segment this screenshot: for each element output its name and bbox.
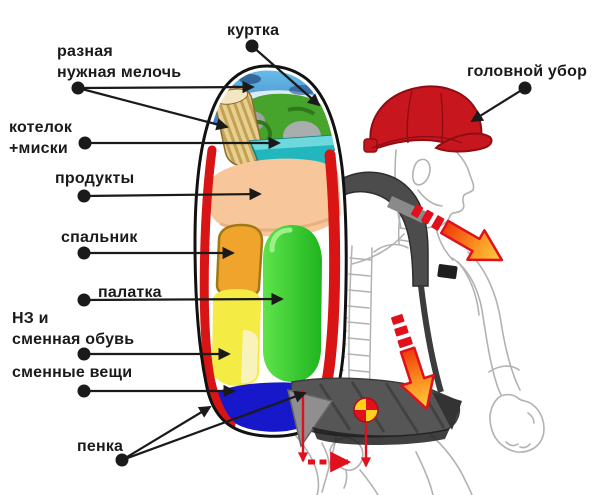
foam-strip-left: [199, 145, 236, 430]
sleeping-bag-region: [215, 223, 264, 300]
sleeve-cuff-line: [488, 365, 520, 373]
ear-line: [412, 158, 431, 186]
pointer-tent: [83, 292, 284, 306]
label-pot: котелок+миски: [9, 119, 73, 157]
label-jacket: куртка: [227, 22, 280, 39]
hip-front-line: [295, 435, 320, 495]
shoulder-blade-line: [373, 243, 409, 253]
strap-pad: [335, 171, 429, 287]
leg-inner-line: [415, 451, 434, 495]
pointer-misc-a: [77, 80, 255, 94]
pointer-foam-a: [121, 406, 212, 461]
leg-front-line: [359, 469, 379, 495]
fist-knuckles: [505, 412, 535, 449]
food-region: [207, 158, 346, 237]
red-cap: [363, 85, 493, 153]
strap-webbing: [418, 285, 444, 393]
fist-outline: [489, 393, 545, 453]
reserve-pale: [241, 330, 258, 384]
arm-front-line: [467, 251, 521, 391]
arm-back-line: [451, 257, 511, 409]
arm-inner-line: [457, 261, 480, 316]
hip-belt-right-wedge: [432, 392, 462, 430]
jaw-line: [417, 189, 443, 207]
cap-seams: [371, 89, 463, 149]
hip-belt-shadow: [312, 427, 450, 445]
label-food: продукты: [55, 170, 135, 187]
label-headwear: головной убор: [467, 63, 588, 80]
strap-buckle: [437, 264, 458, 280]
pointer-dots: [71, 39, 532, 467]
pack-outline: [193, 64, 348, 438]
cap-visor: [434, 132, 493, 153]
pointer-food: [83, 187, 262, 201]
neck-back-line: [351, 233, 405, 265]
force-arrow-top: [410, 204, 504, 262]
leg-back-line: [427, 431, 473, 495]
label-spare-clothes: сменные вещи: [12, 364, 133, 381]
tent-region: [263, 225, 322, 382]
pointer-headwear: [470, 87, 526, 122]
hip-belt-gusset: [286, 388, 334, 448]
pointer-jacket: [251, 45, 321, 107]
person-outline: [295, 141, 545, 495]
label-tent: палатка: [98, 284, 162, 301]
backpack: [193, 64, 348, 438]
label-foam-pad: пенка: [77, 438, 124, 455]
label-sleeping-bag: спальник: [61, 229, 138, 246]
tent-highlight: [269, 227, 293, 253]
force-arrow-bottom: [391, 314, 435, 411]
cap-back-tab: [363, 138, 378, 153]
neck-front-line: [435, 227, 454, 261]
pointer-lines: [77, 45, 526, 462]
pointer-foam-b: [121, 390, 307, 462]
pointer-misc-b: [77, 86, 229, 131]
center-of-gravity-icon: [353, 397, 379, 423]
